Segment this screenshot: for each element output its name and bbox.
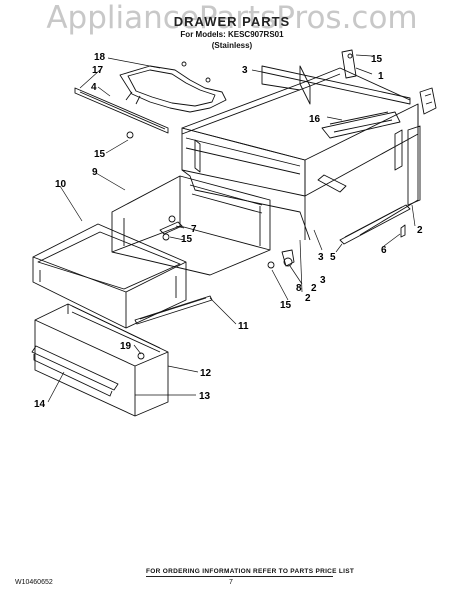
- screw-15-low: [267, 261, 275, 269]
- callout-2: 2: [305, 293, 311, 304]
- top-frame: [181, 65, 411, 135]
- drawer-pan: [32, 223, 187, 329]
- callout-1: 1: [378, 71, 384, 82]
- watermark: AppliancePartsPros.com: [46, 0, 418, 36]
- footer-rule: [146, 576, 333, 577]
- page-number: 7: [229, 579, 233, 586]
- latch-7: [159, 215, 183, 235]
- drawer-box: [111, 175, 271, 276]
- drawer-slide-11: [134, 295, 213, 325]
- callout-15: 15: [181, 234, 193, 245]
- callout-15: 15: [371, 54, 383, 65]
- callout-2: 2: [417, 225, 423, 236]
- callout-labels: 18 17 4 15 3 1 15 16 2 10 9 7 15 3 2 6 5…: [34, 52, 423, 410]
- document-number: W10460652: [15, 579, 53, 586]
- drawer-front-panel: [34, 303, 169, 417]
- callout-5: 5: [330, 252, 336, 263]
- heating-element: [119, 61, 227, 113]
- callout-4: 4: [91, 82, 97, 93]
- callout-8: 8: [296, 283, 302, 294]
- leader-lines: [47, 54, 416, 403]
- model-line: For Models: KESC907RS01: [180, 30, 284, 39]
- callout-19: 19: [120, 341, 132, 352]
- screw-15-top: [126, 131, 134, 139]
- callout-13: 13: [199, 391, 211, 402]
- callout-18: 18: [94, 52, 106, 63]
- callout-11: 11: [238, 321, 249, 332]
- callout-15: 15: [280, 300, 292, 311]
- callout-9: 9: [92, 167, 98, 178]
- right-slide-bracket: [419, 87, 437, 115]
- callout-3: 3: [320, 275, 326, 286]
- callout-3: 3: [242, 65, 248, 76]
- housing-vent: [321, 111, 401, 139]
- callout-16: 16: [309, 114, 321, 125]
- callout-2: 2: [311, 283, 317, 294]
- callout-15: 15: [94, 149, 106, 160]
- ordering-note: FOR ORDERING INFORMATION REFER TO PARTS …: [146, 568, 355, 575]
- drawer-housing: [181, 103, 419, 241]
- callout-17: 17: [92, 65, 104, 76]
- handle-14: [31, 345, 119, 397]
- callout-6: 6: [381, 245, 387, 256]
- variant-label: (Stainless): [211, 41, 253, 50]
- screw-15-mid: [162, 233, 170, 241]
- diagram-title: DRAWER PARTS: [173, 14, 291, 29]
- right-top-bracket: [341, 49, 357, 79]
- leveling-leg-8: [281, 249, 295, 267]
- screw-6: [400, 224, 406, 238]
- callout-10: 10: [55, 179, 67, 190]
- element-rail: [74, 87, 169, 134]
- callout-3: 3: [318, 252, 324, 263]
- callout-12: 12: [200, 368, 212, 379]
- badge-19: [137, 352, 145, 360]
- slide-rail-right: [407, 125, 421, 206]
- callout-7: 7: [191, 224, 197, 235]
- callout-14: 14: [34, 399, 46, 410]
- slide-rail-5: [339, 204, 411, 245]
